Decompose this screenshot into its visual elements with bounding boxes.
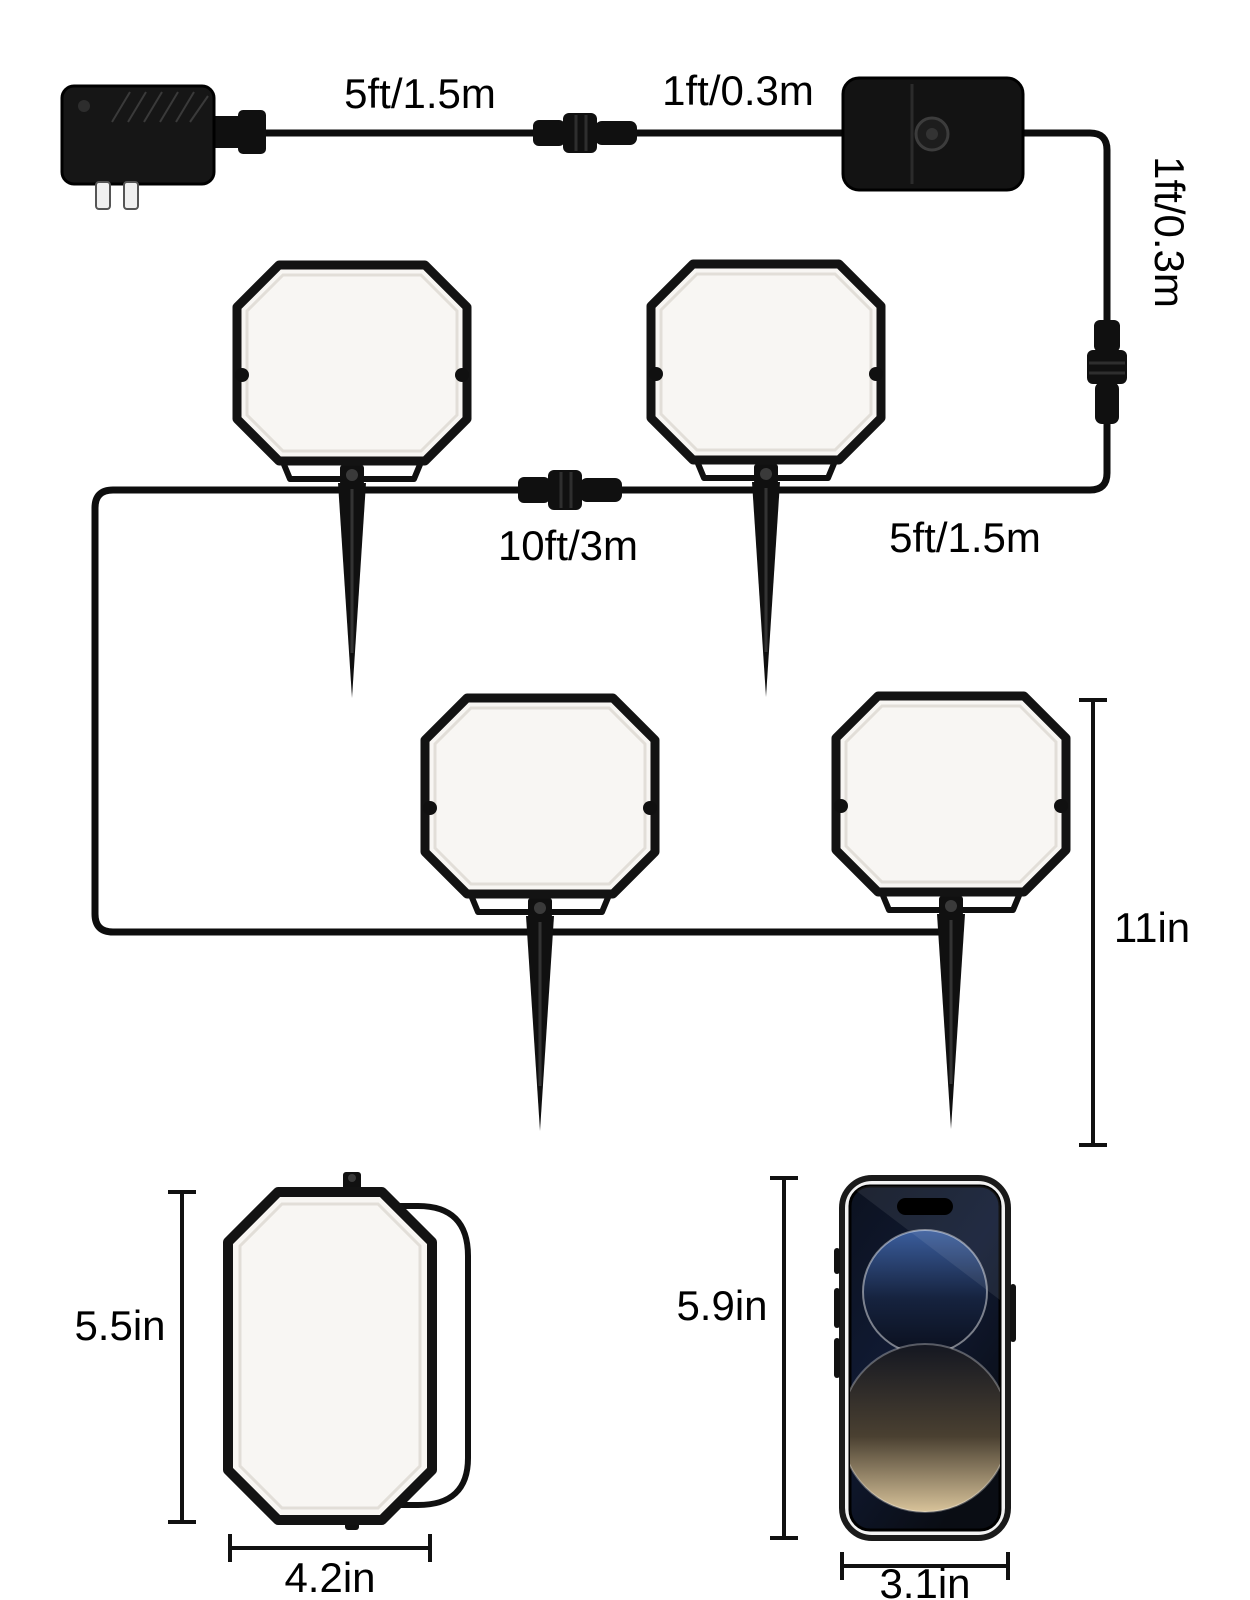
phone-notch-icon bbox=[897, 1198, 953, 1215]
plug-prong-icon bbox=[123, 181, 139, 210]
label-cable-adapter: 5ft/1.5m bbox=[344, 70, 496, 117]
label-cable-connector-to-box: 1ft/0.3m bbox=[662, 67, 814, 114]
dimension-phone-height bbox=[770, 1176, 798, 1540]
dimension-light-height bbox=[168, 1190, 196, 1524]
flood-light-3 bbox=[423, 698, 657, 1131]
flood-light-2 bbox=[649, 264, 883, 697]
control-box bbox=[841, 76, 1025, 192]
cable-connector-icon bbox=[516, 468, 624, 512]
dimension-light-width bbox=[228, 1534, 432, 1562]
yoke-bracket-icon bbox=[352, 1203, 471, 1508]
label-cable-drop: 1ft/0.3m bbox=[1146, 156, 1193, 308]
label-phone-width: 3.1in bbox=[879, 1560, 970, 1600]
phone-volume-button-icon bbox=[834, 1288, 840, 1328]
plug-prong-icon bbox=[95, 181, 111, 210]
phone-mute-switch-icon bbox=[834, 1248, 840, 1274]
phone-power-button-icon bbox=[1010, 1284, 1016, 1342]
control-button-dot-icon bbox=[926, 128, 938, 140]
dimension-phone-width bbox=[840, 1552, 1010, 1580]
adapter-texture bbox=[111, 91, 209, 123]
phone-wallpaper bbox=[850, 1186, 1000, 1513]
flood-light-4 bbox=[834, 696, 1068, 1129]
label-cable-between-lights: 10ft/3m bbox=[498, 522, 638, 569]
label-light-width: 4.2in bbox=[284, 1554, 375, 1600]
adapter-led-icon bbox=[78, 100, 90, 112]
cable-connector-icon bbox=[531, 111, 639, 155]
phone-volume-button-icon bbox=[834, 1338, 840, 1378]
flood-light-1 bbox=[235, 265, 469, 698]
power-adapter-plug bbox=[60, 84, 266, 210]
label-stake-height: 11in bbox=[1114, 904, 1190, 951]
label-light-height: 5.5in bbox=[74, 1302, 165, 1349]
dimension-stake-height bbox=[1079, 698, 1107, 1147]
label-cable-to-first-light: 5ft/1.5m bbox=[889, 514, 1041, 561]
top-screw-icon bbox=[348, 1174, 356, 1182]
flood-light-front-view bbox=[223, 1172, 471, 1530]
cable-connector-icon bbox=[1085, 318, 1129, 426]
label-phone-height: 5.9in bbox=[676, 1282, 767, 1329]
smartphone-size-reference bbox=[834, 1175, 1016, 1541]
